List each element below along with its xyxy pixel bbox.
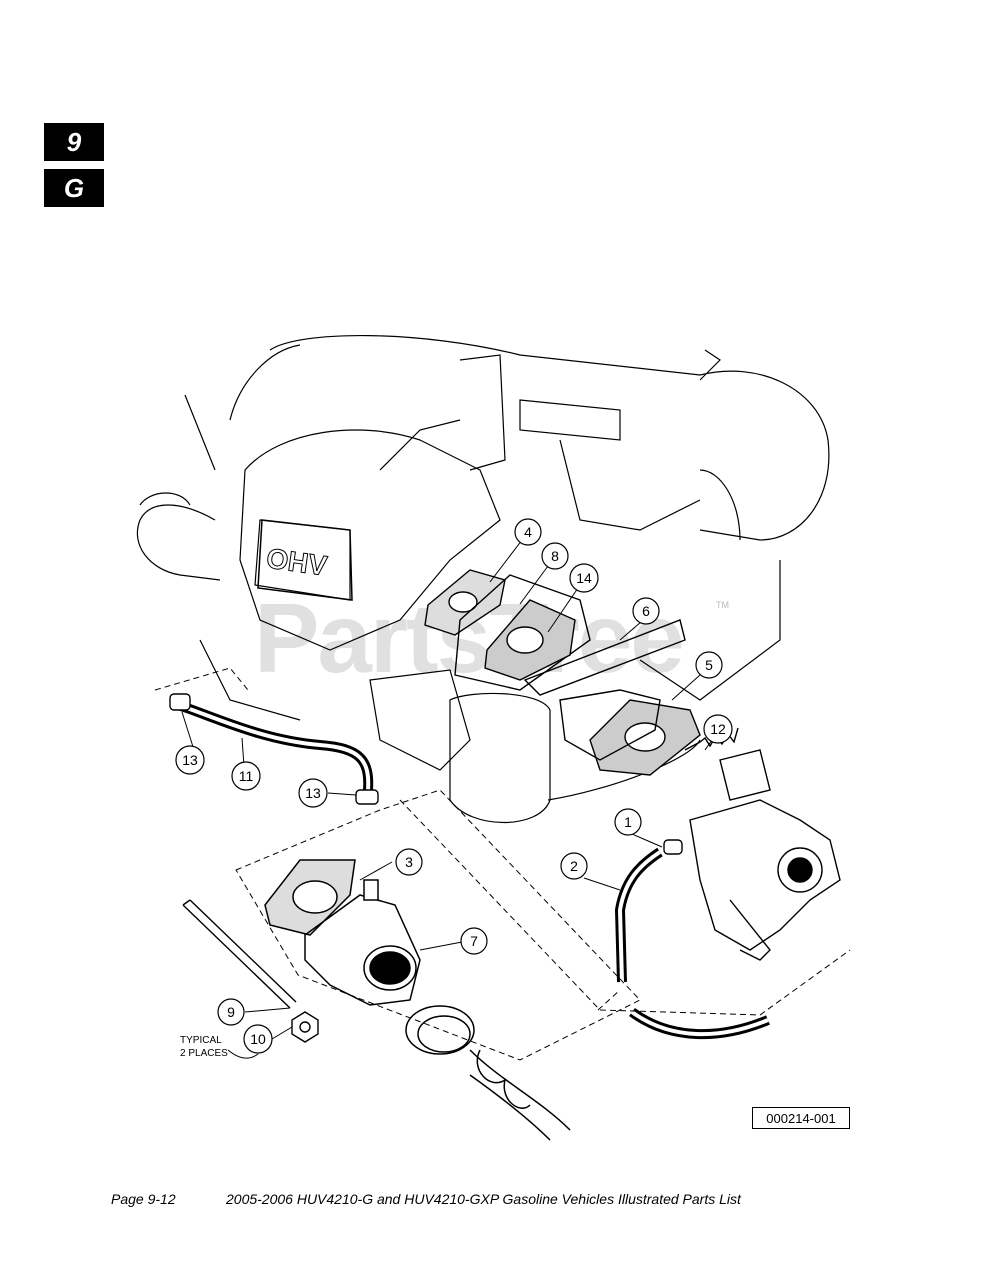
typical-note-line1: TYPICAL [180, 1035, 222, 1046]
callout-9 [217, 998, 245, 1026]
section-tab: 9 [44, 123, 104, 161]
callout-5-label: 5 [705, 657, 713, 673]
callout-4 [514, 518, 542, 546]
leader-lines [181, 539, 713, 1040]
footer-page-number: Page 9-12 [111, 1191, 176, 1207]
assembly-outlines [154, 667, 851, 1061]
stud-and-nut [182, 899, 319, 1043]
ohv-label: OHV [265, 542, 330, 581]
callout-1 [614, 808, 642, 836]
watermark-tm: TM [716, 600, 729, 610]
callout-3-label: 3 [405, 854, 413, 870]
callout-11 [231, 761, 261, 791]
callout-2-label: 2 [570, 858, 578, 874]
callout-14-label: 14 [576, 570, 592, 586]
intake-gaskets [424, 569, 701, 776]
callout-1-label: 1 [624, 814, 632, 830]
callout-10-label: 10 [250, 1031, 266, 1047]
callout-7-label: 7 [470, 933, 478, 949]
callout-9-label: 9 [227, 1004, 235, 1020]
callout-13a-label: 13 [182, 752, 198, 768]
typical-note-line2: 2 PLACES [180, 1048, 228, 1059]
engine-outline [136, 334, 830, 824]
callout-6 [632, 597, 660, 625]
callout-8-label: 8 [551, 548, 559, 564]
callout-7 [460, 927, 488, 955]
hose-clamps [169, 693, 683, 855]
callout-8 [541, 542, 569, 570]
callout-12-label: 12 [710, 721, 726, 737]
callout-12 [703, 714, 733, 744]
callout-14 [569, 563, 599, 593]
callout-3 [395, 848, 423, 876]
drawing-id-box: 000214-001 [752, 1107, 850, 1129]
callout-5 [695, 651, 723, 679]
intake-elbow [264, 859, 571, 1141]
callout-2 [560, 852, 588, 880]
subsection-tab: G [44, 169, 104, 207]
footer-document-title: 2005-2006 HUV4210-G and HUV4210-GXP Gaso… [226, 1191, 741, 1207]
callout-10 [243, 1024, 273, 1054]
carburetor [689, 749, 841, 961]
vent-hose-2 [614, 847, 663, 983]
callout-4-label: 4 [524, 524, 532, 540]
callout-13b [298, 778, 328, 808]
callout-13b-label: 13 [305, 785, 321, 801]
callout-circles [175, 518, 733, 1054]
callout-11-label: 11 [239, 768, 254, 784]
callout-6-label: 6 [642, 603, 650, 619]
callout-13a [175, 745, 205, 775]
